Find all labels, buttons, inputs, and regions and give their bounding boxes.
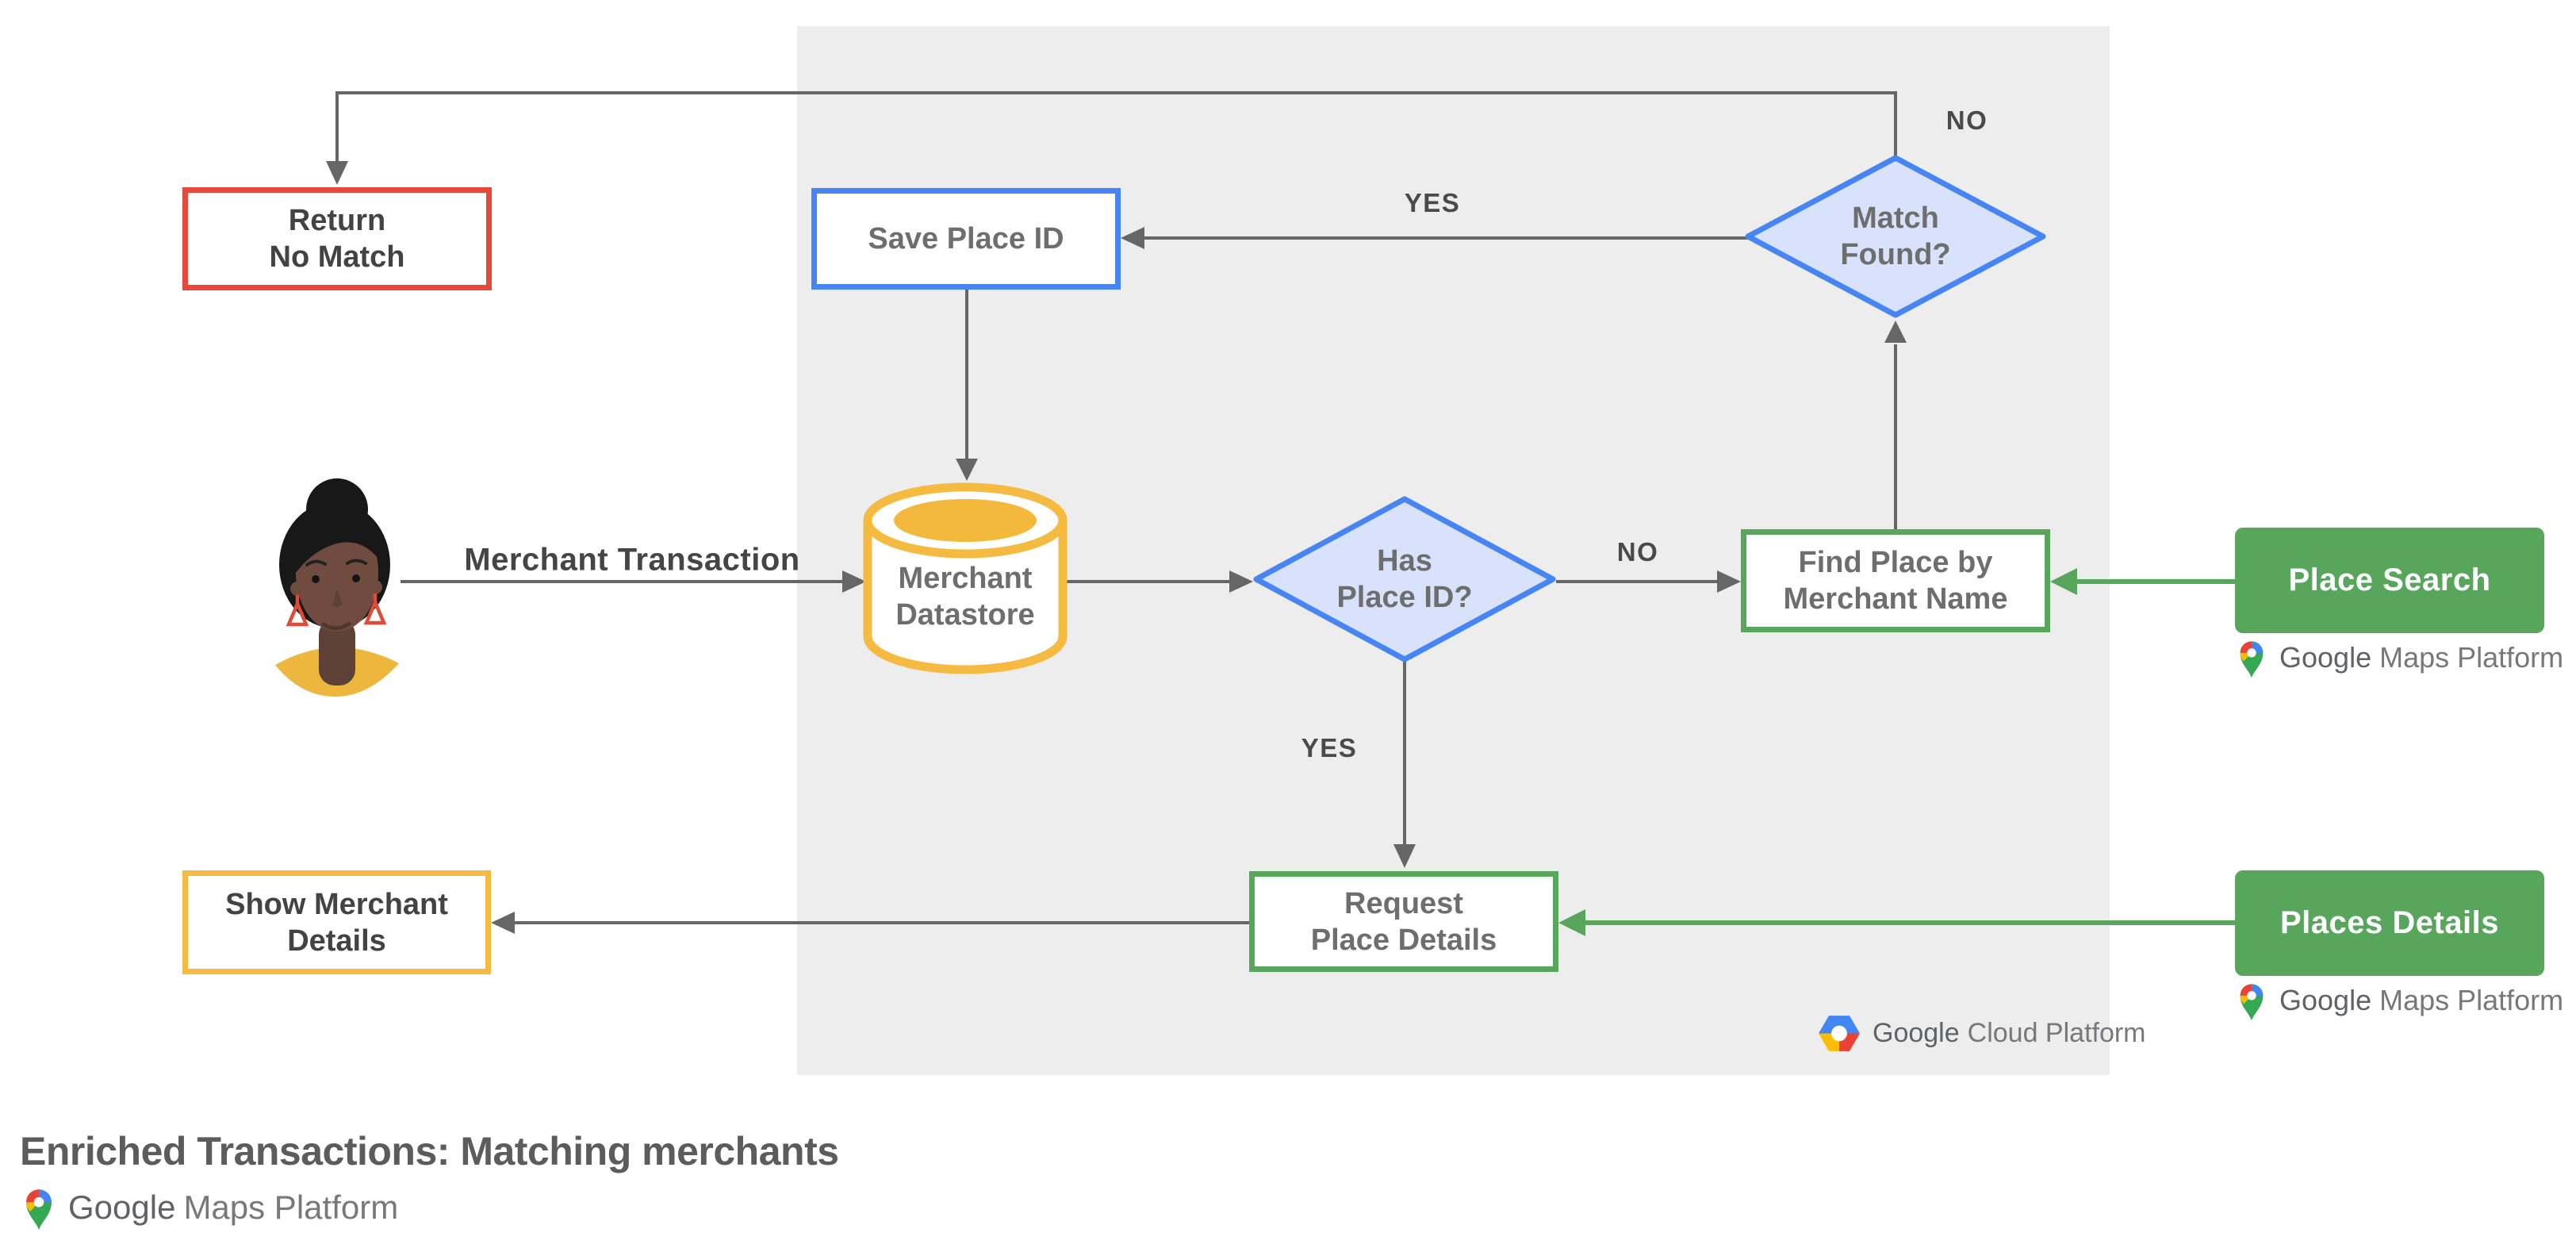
match-found-decision: Match Found?: [1745, 155, 2046, 318]
edge-label-match-found-yes: YES: [1404, 188, 1461, 217]
request-place-details-label: Request Place Details: [1310, 886, 1497, 957]
maps-pin-icon: [2237, 636, 2267, 678]
match-found-label: Match Found?: [1840, 202, 1951, 271]
maps-pin-icon: [2237, 979, 2267, 1021]
show-merchant-details-node: Show Merchant Details: [182, 870, 491, 974]
person-avatar-icon: [275, 478, 399, 697]
maps-pin-icon: [22, 1184, 56, 1231]
merchant-transaction-label: Merchant Transaction: [464, 542, 800, 578]
has-place-id-decision: Has Place ID?: [1253, 496, 1556, 662]
edge-label-has-place-id-no: NO: [1616, 537, 1659, 566]
return-no-match-node: Return No Match: [182, 187, 492, 290]
edge-label-has-place-id-yes: YES: [1301, 733, 1358, 762]
merchant-avatar: [274, 468, 404, 702]
logo-product: Maps Platform: [2379, 983, 2564, 1016]
show-merchant-details-label: Show Merchant Details: [225, 887, 448, 958]
return-no-match-label: Return No Match: [269, 204, 405, 274]
logo-brand: Google: [68, 1188, 176, 1226]
logo-brand: Google: [2279, 640, 2372, 674]
find-place-label: Find Place by Merchant Name: [1783, 546, 2008, 616]
diamond-shape-icon: [1253, 496, 1556, 662]
find-place-node: Find Place by Merchant Name: [1741, 529, 2050, 632]
place-search-api-node: Place Search: [2235, 528, 2544, 633]
database-cylinder-icon: [863, 482, 1068, 674]
save-place-id-node: Save Place ID: [811, 188, 1121, 290]
edge-label-match-found-no: NO: [1945, 106, 1988, 135]
merchant-datastore-node: Merchant Datastore: [861, 481, 1069, 676]
diagram-title: Enriched Transactions: Matching merchant…: [20, 1129, 839, 1173]
has-place-id-label: Has Place ID?: [1336, 544, 1473, 614]
diamond-shape-icon: [1745, 155, 2046, 318]
cloud-hexagon-icon: [1819, 1016, 1860, 1051]
logo-brand: Google: [1873, 1018, 1960, 1048]
logo-brand: Google: [2279, 983, 2372, 1016]
places-details-api-node: Places Details: [2235, 870, 2544, 976]
logo-product: Cloud Platform: [1967, 1018, 2146, 1048]
logo-product: Maps Platform: [2379, 640, 2564, 674]
place-search-label: Place Search: [2288, 563, 2491, 597]
merchant-datastore-label: Merchant Datastore: [895, 562, 1035, 632]
places-details-label: Places Details: [2279, 905, 2500, 940]
save-place-id-label: Save Place ID: [868, 222, 1064, 255]
logo-product: Maps Platform: [183, 1188, 399, 1226]
request-place-details-node: Request Place Details: [1249, 871, 1558, 972]
